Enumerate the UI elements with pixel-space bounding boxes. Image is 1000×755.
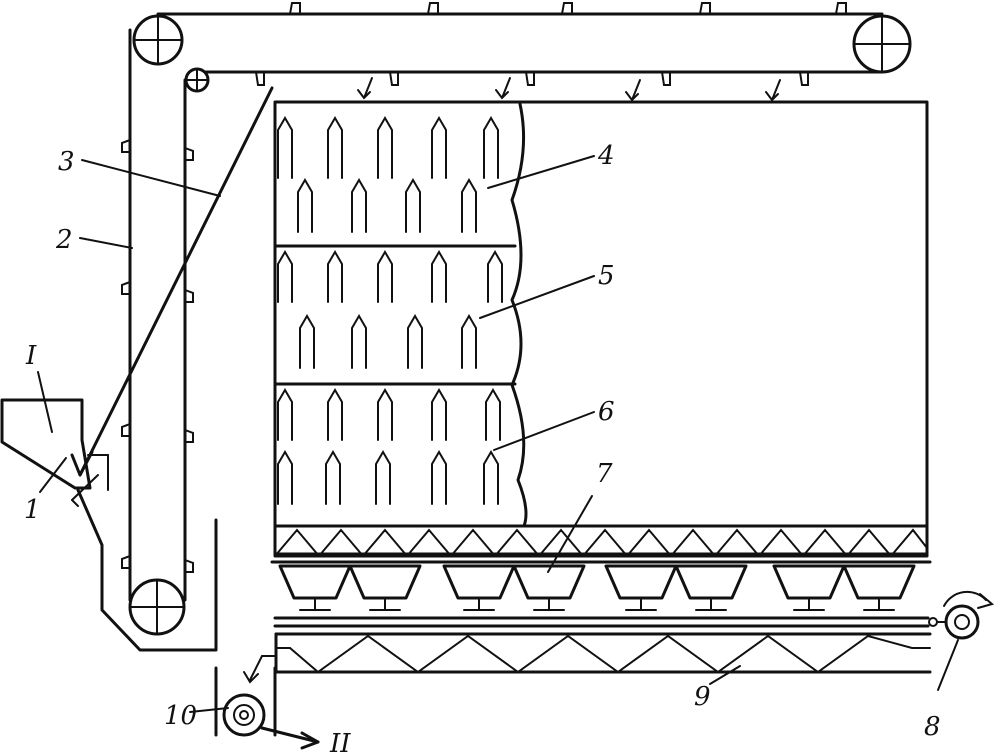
label-3-chute: 3	[58, 147, 75, 177]
chute-arrow	[70, 450, 94, 477]
inflow-arrows	[357, 77, 781, 102]
ducts-zone-6	[277, 388, 501, 505]
label-8-drive: 8	[924, 712, 941, 742]
label-6-zone: 6	[598, 397, 615, 427]
label-output: II	[329, 729, 351, 755]
ducts-zone-4	[277, 116, 499, 233]
label-1-hopper: 1	[24, 495, 41, 525]
drive-wheel	[943, 590, 995, 640]
inclined-chute	[78, 86, 274, 477]
outlet-screw	[214, 655, 320, 750]
bottom-conveyor	[274, 632, 932, 674]
inner-small-pulley	[184, 67, 210, 93]
conveyor-buckets	[255, 1, 847, 86]
label-4-zone: 4	[597, 141, 615, 171]
drive-rod	[273, 616, 956, 628]
elevator-buckets	[121, 139, 194, 573]
leader-lines	[37, 155, 959, 713]
top-left-pulley	[132, 14, 184, 66]
discharge-grate	[270, 524, 932, 564]
feed-hopper	[0, 398, 109, 491]
label-9-conveyor: 9	[694, 682, 711, 712]
bottom-pulley	[128, 578, 186, 636]
label-2-elevator: 2	[55, 225, 73, 255]
label-7-hoppers: 7	[596, 459, 613, 489]
top-right-pulley	[852, 14, 912, 74]
elevator-conveyor	[71, 1, 912, 652]
label-10-screw: 10	[164, 701, 197, 731]
discharge-hoppers	[278, 564, 916, 611]
label-5-zone: 5	[598, 261, 615, 291]
ducts-zone-5	[277, 250, 503, 369]
label-input: I	[25, 341, 37, 371]
